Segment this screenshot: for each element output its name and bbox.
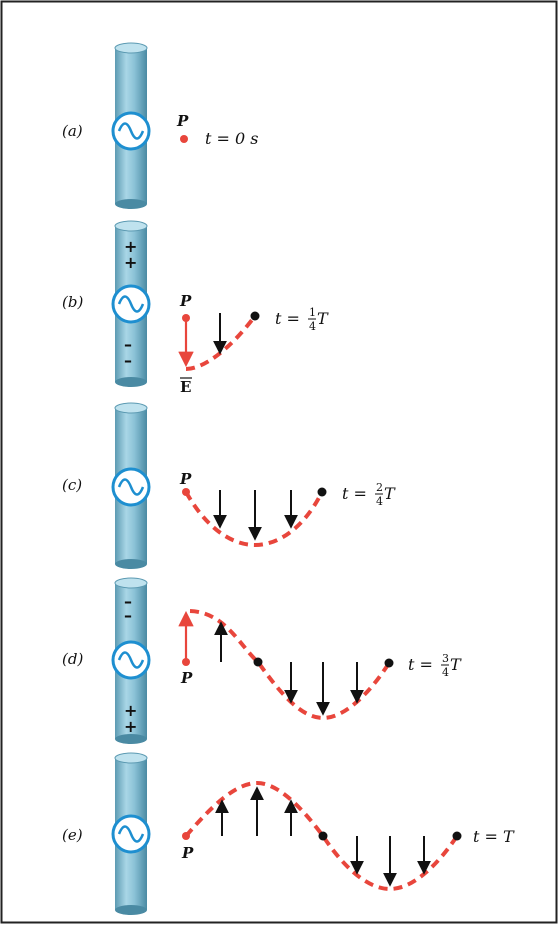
wavefront-dot xyxy=(318,831,328,841)
time-label: t = xyxy=(342,484,367,503)
ac-source-icon xyxy=(111,467,151,507)
charge-minus-bottom: – xyxy=(124,335,132,354)
point-p-dot xyxy=(182,314,190,322)
point-p-label: P xyxy=(176,112,189,130)
time-label: t = xyxy=(275,309,300,328)
ac-source-icon xyxy=(111,284,151,324)
wavefront-dot xyxy=(317,487,327,497)
panel-label: (b) xyxy=(62,293,83,311)
panel-label: (d) xyxy=(62,650,83,668)
charge-plus-bottom: + xyxy=(124,717,137,736)
wavefront-dot xyxy=(452,831,462,841)
point-p-label: P xyxy=(181,844,194,862)
wave-curve xyxy=(185,314,257,371)
point-p-label: P xyxy=(179,470,192,488)
period-symbol: T xyxy=(450,655,462,674)
charge-minus-bottom: – xyxy=(124,351,132,370)
time-label: t = T xyxy=(473,827,515,846)
panel-label: (c) xyxy=(62,476,82,494)
period-symbol: T xyxy=(317,309,329,328)
panel-d: – – + + (d) P t = 3 4 T xyxy=(62,577,462,744)
ac-source-icon xyxy=(111,640,151,680)
wavefront-dot xyxy=(250,311,260,321)
frac-num: 3 xyxy=(442,652,449,665)
charge-plus-top: + xyxy=(124,253,137,272)
frac-num: 1 xyxy=(309,306,316,319)
wave-curve xyxy=(184,491,324,548)
charge-plus-bottom: + xyxy=(124,701,137,720)
ac-source-icon xyxy=(111,111,151,151)
point-p-label: P xyxy=(179,292,192,310)
frac-den: 4 xyxy=(376,495,383,508)
frac-num: 2 xyxy=(376,481,383,494)
panel-e: (e) P t = T xyxy=(62,752,515,915)
ac-source-icon xyxy=(111,814,151,854)
charge-minus-top: – xyxy=(124,606,132,625)
time-label: t = xyxy=(408,655,433,674)
wave-curve xyxy=(184,780,459,892)
charge-plus-top: + xyxy=(124,237,137,256)
panel-label: (a) xyxy=(62,122,83,140)
panel-b: + + – – (b) P E t = 1 4 T xyxy=(62,220,329,396)
point-p-dot xyxy=(182,658,190,666)
wavefront-dot xyxy=(384,658,394,668)
panel-label: (e) xyxy=(62,826,83,844)
period-symbol: T xyxy=(384,484,396,503)
frac-den: 4 xyxy=(309,320,316,333)
panel-c: (c) P t = 2 4 T xyxy=(62,402,396,569)
frac-den: 4 xyxy=(442,666,449,679)
time-label: t = 0 s xyxy=(205,129,258,148)
charge-minus-top: – xyxy=(124,592,132,611)
panel-a: (a) P t = 0 s xyxy=(62,42,258,209)
point-p-dot xyxy=(180,135,188,143)
field-label: E xyxy=(180,378,191,396)
wavefront-dot xyxy=(253,657,263,667)
point-p-label: P xyxy=(180,669,193,687)
